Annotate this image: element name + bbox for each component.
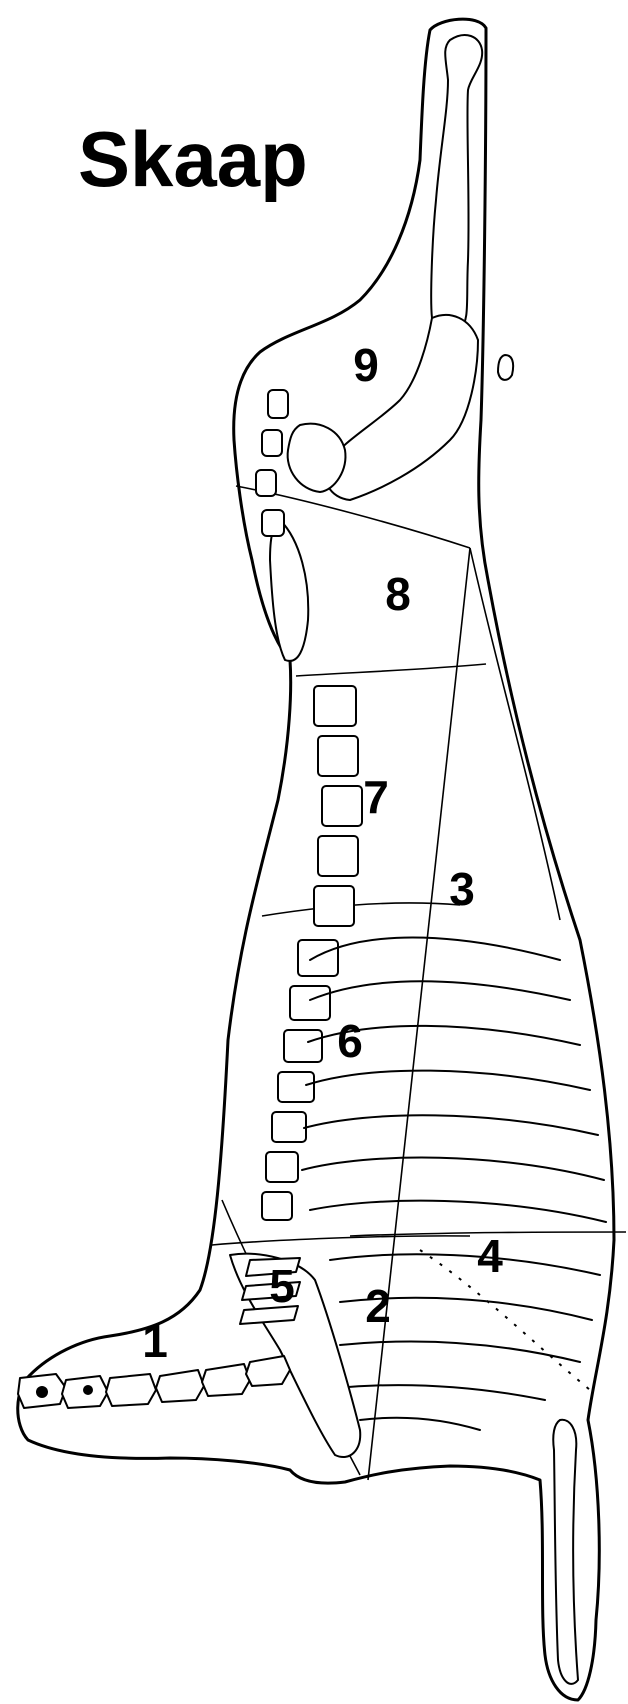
ribs [302, 938, 606, 1431]
cut-label-4: 4 [477, 1230, 503, 1282]
cut-label-7: 7 [363, 771, 389, 823]
cut-label-3: 3 [449, 863, 475, 915]
dashed-line [420, 1250, 590, 1390]
cut-label-6: 6 [337, 1015, 363, 1067]
cut-label-8: 8 [385, 568, 411, 620]
cut-label-5: 5 [269, 1260, 295, 1312]
cut-label-1: 1 [142, 1315, 168, 1367]
carcass-outline [18, 19, 614, 1700]
spine-vertebrae [256, 390, 362, 1220]
cut-label-2: 2 [365, 1280, 391, 1332]
cut-label-9: 9 [353, 339, 379, 391]
diagram-title: Skaap [78, 115, 308, 203]
